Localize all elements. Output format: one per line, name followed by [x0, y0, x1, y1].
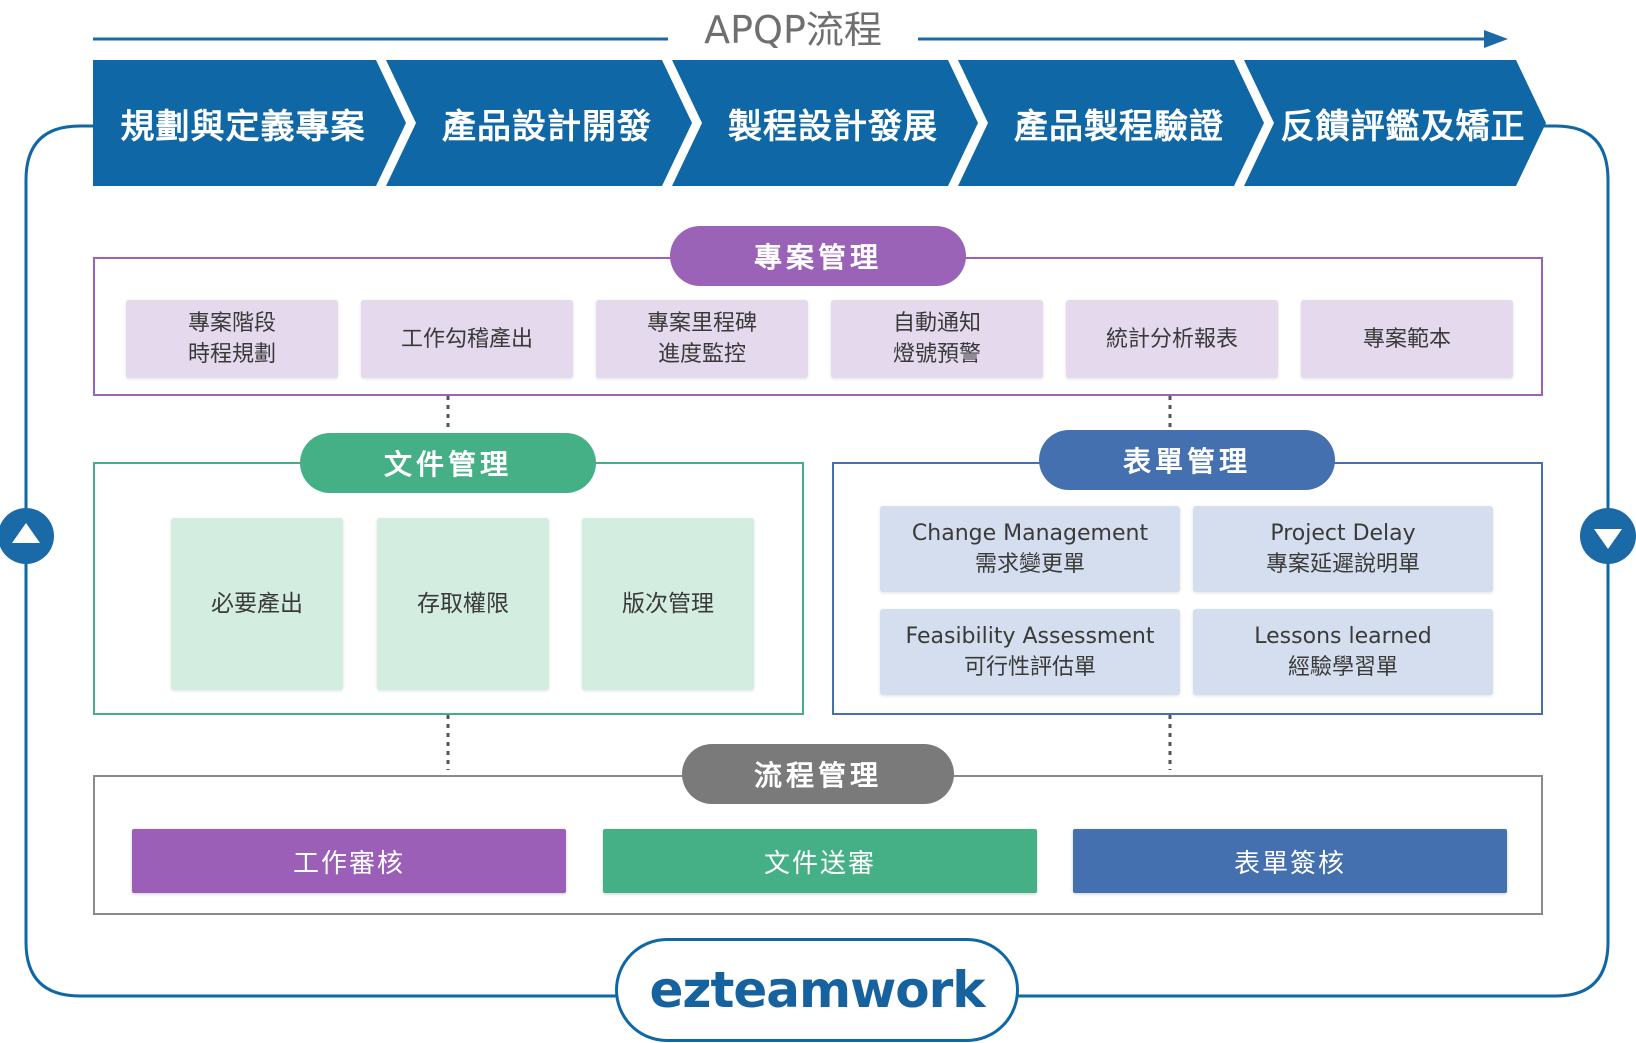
- card-line: 必要產出: [211, 590, 303, 617]
- doc-card-access: 存取權限: [377, 518, 549, 690]
- flow-form-signoff: 表單簽核: [1073, 829, 1507, 893]
- apqp-title: APQP流程: [668, 6, 918, 54]
- card-line: Lessons learned: [1254, 624, 1432, 649]
- doc-mgmt-pill: 文件管理: [300, 433, 596, 493]
- step-label: 產品設計開發: [442, 106, 652, 147]
- card-line: 自動通知: [892, 311, 981, 336]
- step-label: 產品製程驗證: [1014, 106, 1224, 147]
- step-label: 規劃與定義專案: [120, 106, 366, 147]
- flow-mgmt-pill: 流程管理: [682, 744, 954, 804]
- form-mgmt-pill: 表單管理: [1039, 430, 1335, 490]
- card-line: 統計分析報表: [1105, 326, 1238, 352]
- flow-label: 工作審核: [292, 848, 405, 879]
- card-line: 經驗學習單: [1287, 655, 1398, 680]
- step-plan: 規劃與定義專案: [93, 60, 413, 186]
- flow-doc-review: 文件送審: [603, 829, 1037, 893]
- card-line: Change Management: [911, 521, 1149, 546]
- pm-card-template: 專案範本: [1301, 300, 1513, 378]
- form-card-change: Change Management 需求變更單: [880, 506, 1180, 592]
- card-line: 專案延遲說明單: [1265, 552, 1420, 577]
- triangle-up-icon: [0, 508, 54, 564]
- flow-label: 文件送審: [763, 848, 876, 879]
- step-label: 反饋評鑑及矯正: [1280, 106, 1526, 147]
- step-product-design: 產品設計開發: [416, 60, 678, 186]
- brand-logo: ezteamwork: [615, 938, 1019, 1042]
- project-mgmt-pill: 專案管理: [670, 226, 966, 286]
- brand-name: ezteamwork: [649, 961, 985, 1019]
- form-card-delay: Project Delay 專案延遲說明單: [1193, 506, 1493, 592]
- form-card-feasibility: Feasibility Assessment 可行性評估單: [880, 609, 1180, 695]
- doc-card-version: 版次管理: [582, 518, 754, 690]
- flow-work-review: 工作審核: [132, 829, 566, 893]
- pm-card-output: 工作勾稽產出: [361, 300, 573, 378]
- pm-card-report: 統計分析報表: [1066, 300, 1278, 378]
- card-line: Feasibility Assessment: [905, 624, 1155, 649]
- step-validation: 產品製程驗證: [988, 60, 1250, 186]
- card-line: 燈號預警: [892, 342, 981, 367]
- step-feedback: 反饋評鑑及矯正: [1268, 60, 1538, 186]
- card-line: 專案階段: [187, 311, 276, 336]
- card-line: Project Delay: [1270, 521, 1416, 546]
- card-line: 進度監控: [657, 342, 746, 367]
- pm-card-notify: 自動通知 燈號預警: [831, 300, 1043, 378]
- card-line: 工作勾稽產出: [400, 326, 533, 352]
- pm-card-schedule: 專案階段 時程規劃: [126, 300, 338, 378]
- step-process-design: 製程設計發展: [702, 60, 964, 186]
- card-line: 時程規劃: [187, 342, 276, 367]
- card-line: 版次管理: [622, 590, 714, 617]
- arrow-head-icon: [1484, 30, 1508, 48]
- form-card-lessons: Lessons learned 經驗學習單: [1193, 609, 1493, 695]
- pm-card-milestone: 專案里程碑 進度監控: [596, 300, 808, 378]
- doc-card-output: 必要產出: [171, 518, 343, 690]
- card-line: 存取權限: [417, 590, 509, 617]
- triangle-down-icon: [1580, 508, 1636, 564]
- flow-label: 表單簽核: [1233, 848, 1346, 879]
- step-label: 製程設計發展: [728, 106, 938, 147]
- card-line: 專案範本: [1362, 326, 1451, 352]
- card-line: 需求變更單: [974, 552, 1085, 577]
- card-line: 可行性評估單: [963, 655, 1096, 680]
- card-line: 專案里程碑: [646, 311, 757, 336]
